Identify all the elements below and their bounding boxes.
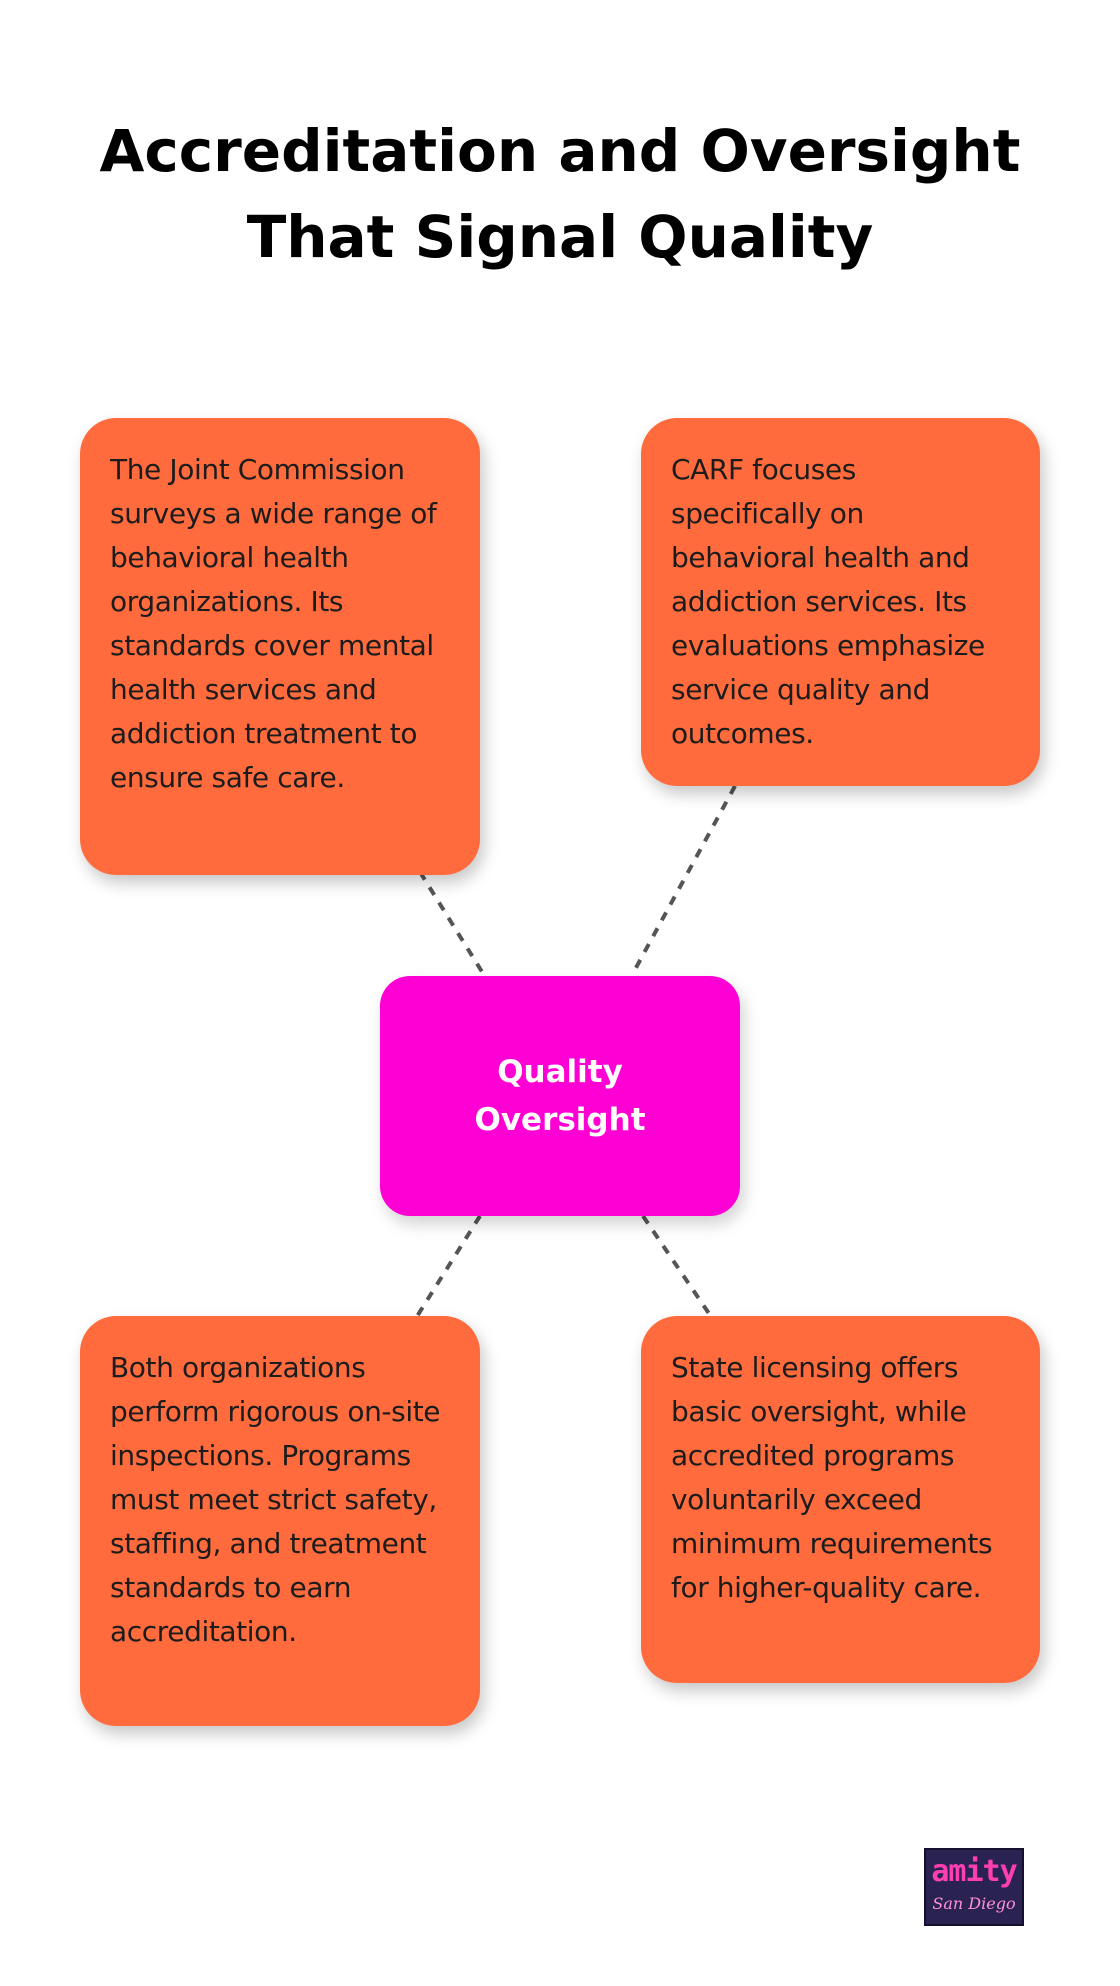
card-text: State licensing offers basic oversight, … (671, 1351, 993, 1604)
connector-top-right (630, 785, 737, 976)
logo-text: amity (931, 1854, 1017, 1889)
card-text: Both organizations perform rigorous on-s… (110, 1351, 441, 1648)
connector-bottom-left (414, 1214, 482, 1320)
connector-top-left (418, 870, 486, 977)
card-text: CARF focuses specifically on behavioral … (671, 453, 985, 750)
card-text: The Joint Commission surveys a wide rang… (110, 453, 437, 794)
connector-bottom-right (641, 1214, 714, 1320)
card-inspections: Both organizations perform rigorous on-s… (80, 1316, 480, 1726)
card-joint-commission: The Joint Commission surveys a wide rang… (80, 418, 480, 875)
center-node-label: Quality Oversight (474, 1054, 646, 1138)
amity-logo: amity San Diego (924, 1848, 1024, 1926)
center-node: Quality Oversight (380, 976, 740, 1216)
page-title: Accreditation and Oversight That Signal … (99, 117, 1021, 271)
card-state-licensing: State licensing offers basic oversight, … (641, 1316, 1040, 1683)
card-carf: CARF focuses specifically on behavioral … (641, 418, 1040, 786)
logo-subtext: San Diego (932, 1894, 1016, 1913)
